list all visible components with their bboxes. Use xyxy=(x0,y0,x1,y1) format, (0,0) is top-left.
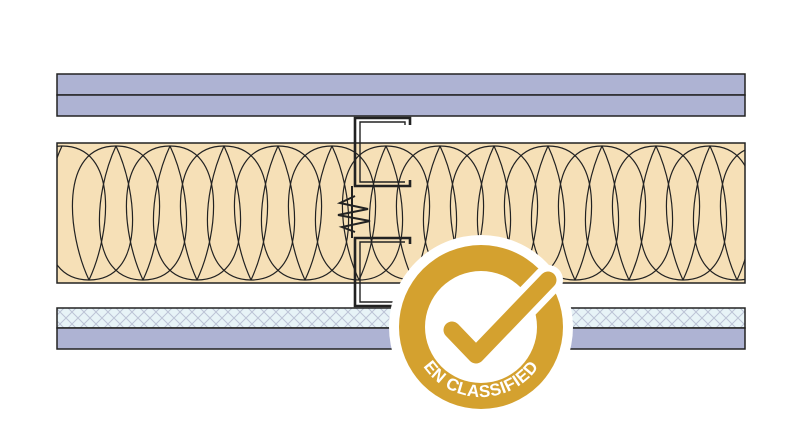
checkmark-icon xyxy=(437,265,563,370)
en-classified-badge: EN CLASSIFIED xyxy=(389,235,573,419)
top-board-layers xyxy=(56,73,746,117)
insulation-loop xyxy=(747,146,800,280)
insulation-layer xyxy=(56,142,800,284)
acoustic-spring-joint xyxy=(336,195,371,233)
upper-c-stud xyxy=(353,116,412,188)
top-board-inner xyxy=(56,94,746,117)
insulation-loops xyxy=(57,145,800,281)
upper-c-stud-inner xyxy=(359,121,406,183)
insulation-loop xyxy=(719,149,745,281)
top-board-outer xyxy=(56,73,746,96)
insulation-fill xyxy=(56,142,746,284)
